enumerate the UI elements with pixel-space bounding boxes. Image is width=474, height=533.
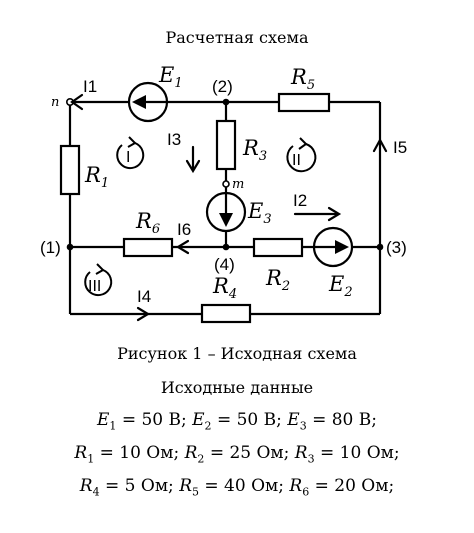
resistor-r3 bbox=[215, 119, 237, 171]
data-heading: Исходные данные bbox=[160, 378, 314, 397]
arrow-i4 bbox=[136, 306, 151, 322]
data-line-emf: E1 = 50 В; E2 = 50 В; E3 = 80 В; bbox=[96, 410, 377, 433]
node-label-4: (4) bbox=[214, 255, 235, 274]
current-arrows bbox=[70, 93, 388, 322]
resistor-r4 bbox=[200, 303, 252, 324]
label-r5: R5 bbox=[290, 65, 315, 93]
page-title: Расчетная схема bbox=[165, 28, 309, 47]
current-label-i3: I3 bbox=[167, 130, 181, 149]
data-line-r123: R1 = 10 Ом; R2 = 25 Ом; R3 = 10 Ом; bbox=[74, 443, 400, 466]
loop-label-ii: II bbox=[292, 152, 301, 169]
label-r6: R6 bbox=[135, 209, 160, 237]
loop-i-icon bbox=[116, 142, 145, 170]
node-label-m: m bbox=[232, 177, 244, 192]
figure-caption: Рисунок 1 – Исходная схема bbox=[117, 344, 357, 363]
loop-label-iii: III bbox=[88, 278, 101, 295]
node-dots bbox=[66, 98, 384, 251]
source-e1 bbox=[127, 81, 169, 123]
node-label-3: (3) bbox=[386, 238, 407, 257]
loop-symbols bbox=[84, 136, 317, 297]
arrow-i5 bbox=[372, 137, 388, 153]
label-r1: R1 bbox=[84, 163, 109, 191]
resistor-r5 bbox=[277, 92, 331, 113]
loop-ii-icon bbox=[286, 143, 317, 173]
current-label-i2: I2 bbox=[293, 191, 307, 210]
label-r4: R4 bbox=[212, 274, 237, 302]
resistor-r2 bbox=[252, 237, 304, 258]
node-label-2: (2) bbox=[212, 77, 233, 96]
resistor-r1 bbox=[59, 144, 81, 196]
label-e1: E1 bbox=[158, 63, 183, 91]
label-r2: R2 bbox=[265, 266, 290, 294]
arrow-i6 bbox=[175, 239, 190, 255]
resistor-r6 bbox=[122, 237, 174, 258]
arrow-i1 bbox=[70, 93, 84, 111]
current-label-i6: I6 bbox=[177, 220, 191, 239]
current-label-i4: I4 bbox=[137, 287, 151, 306]
data-line-r456: R4 = 5 Ом; R5 = 40 Ом; R6 = 20 Ом; bbox=[79, 476, 395, 499]
source-e3 bbox=[205, 191, 247, 233]
current-label-i1: I1 bbox=[83, 77, 97, 96]
node-label-1: (1) bbox=[40, 238, 61, 257]
label-e2: E2 bbox=[328, 272, 353, 300]
loop-iii-icon bbox=[84, 269, 113, 297]
label-e3: E3 bbox=[247, 199, 272, 227]
source-e2 bbox=[312, 226, 354, 268]
current-label-i5: I5 bbox=[393, 138, 407, 157]
node-label-n: n bbox=[51, 95, 59, 110]
loop-label-i: I bbox=[126, 149, 130, 166]
label-r3: R3 bbox=[242, 136, 267, 164]
